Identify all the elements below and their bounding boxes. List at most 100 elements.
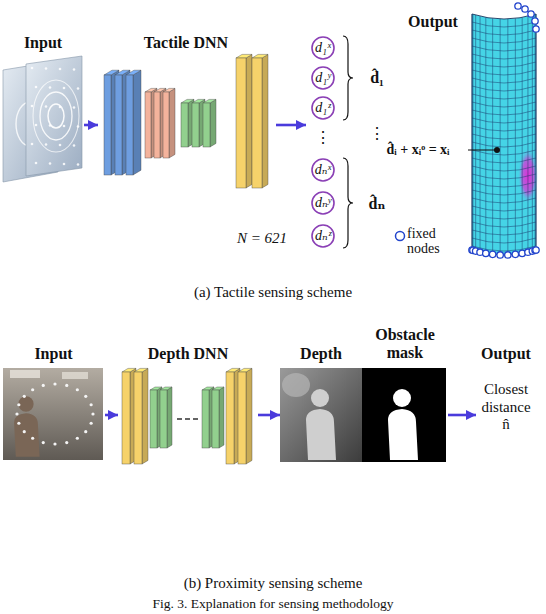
- output-circle: dₙʸ: [311, 191, 335, 215]
- circle-shape: [312, 192, 334, 214]
- fixed-node: [532, 18, 538, 24]
- mesh-line: [472, 110, 536, 115]
- depth-person: [306, 389, 336, 460]
- output-circle: dₙˣ: [311, 158, 335, 182]
- depth-blob: [282, 373, 310, 397]
- marker-dot: [53, 382, 56, 385]
- mesh-line: [472, 174, 536, 179]
- ceiling-light: [62, 372, 88, 379]
- subfigure-caption: (a) Tactile sensing scheme: [194, 284, 352, 301]
- mesh-line: [472, 38, 536, 43]
- mesh-line: [472, 78, 536, 83]
- person: [14, 396, 40, 456]
- mesh-line: [472, 134, 536, 139]
- marker-dot: [31, 437, 34, 440]
- layer-front: [122, 372, 130, 464]
- layer-top: [203, 99, 216, 103]
- cylinder-mesh: [469, 3, 539, 258]
- mesh-line: [522, 17, 523, 253]
- depth-background: [280, 368, 362, 462]
- output-circle: dₙᶻ: [311, 224, 335, 248]
- mask-background: [362, 368, 446, 462]
- layer-top: [202, 387, 214, 390]
- output-circle: d₁ᶻ: [311, 96, 335, 120]
- marker-dot: [45, 105, 48, 108]
- layer-front: [126, 75, 133, 175]
- brace: [343, 36, 353, 120]
- layer-side: [246, 54, 252, 188]
- input-panel: Input: [2, 345, 105, 463]
- marker-dot: [63, 87, 66, 90]
- circle-shape: [312, 159, 334, 181]
- marker-dots: [15, 382, 94, 445]
- marker-dot: [73, 144, 76, 147]
- mesh-line: [472, 190, 536, 195]
- layer-front: [150, 390, 157, 448]
- fixed-node: [505, 252, 511, 258]
- vector-label: d̂₁: [370, 69, 384, 87]
- dnn-layers: [104, 54, 268, 188]
- mesh-line: [472, 46, 536, 51]
- network-block: Tactile DNN: [98, 34, 274, 194]
- mesh-line: [472, 86, 536, 91]
- layer-front: [115, 75, 122, 175]
- ellipsis: ⋮: [315, 129, 331, 147]
- mesh-line: [472, 142, 536, 147]
- mesh-line: [472, 102, 536, 107]
- mask-panel: Obstacle mask: [362, 326, 448, 463]
- marker-ring: [48, 104, 64, 128]
- fixed-node: [522, 6, 528, 12]
- mesh-node-dot: [494, 147, 500, 153]
- mask-person: [388, 389, 418, 460]
- layer-front: [160, 390, 167, 448]
- marker-dot: [31, 67, 34, 70]
- ellipsis: ⋮: [369, 125, 385, 143]
- layer-top: [160, 387, 172, 390]
- mesh-line: [475, 15, 476, 251]
- layer-top: [236, 54, 252, 58]
- mesh-line: [536, 14, 537, 250]
- tactile-image-front: [26, 56, 82, 176]
- layer-top: [134, 368, 148, 372]
- panel-text: Closest distance n̂: [476, 381, 536, 433]
- fixed-node: [497, 252, 503, 258]
- ellipsis-dashes: [177, 419, 198, 420]
- output-circle: d₁ʸ: [311, 66, 335, 90]
- layer-side: [246, 368, 252, 464]
- layer-top: [122, 368, 136, 372]
- brace: [343, 158, 353, 248]
- circle-shape: [312, 97, 334, 119]
- depth-panel: Depth: [280, 345, 362, 463]
- mesh-line: [472, 62, 536, 67]
- flow-arrow: [105, 414, 118, 417]
- leader-line: [468, 150, 497, 151]
- camera-photo: [3, 368, 103, 460]
- marker-ring: [40, 92, 72, 140]
- mesh-line: [485, 17, 486, 253]
- layer-top: [226, 368, 240, 372]
- layer-side: [167, 387, 172, 448]
- layer-front: [154, 92, 160, 158]
- mesh-line: [532, 15, 533, 251]
- mesh-line: [472, 30, 536, 35]
- marker-dot: [63, 125, 66, 128]
- marker-dot: [49, 162, 52, 165]
- output-symbol: d₁ʸ: [315, 71, 330, 85]
- layer-side: [210, 99, 216, 147]
- node-count: N = 621: [237, 230, 287, 247]
- mesh-line: [472, 206, 536, 211]
- marker-dot: [59, 68, 62, 71]
- layer-front: [134, 372, 142, 464]
- layer-side: [142, 368, 148, 464]
- output-symbol: d₁ᶻ: [315, 101, 330, 115]
- marker-dot: [65, 441, 68, 444]
- marker-dot: [59, 106, 62, 109]
- panel-heading: Output: [481, 345, 531, 363]
- layer-side: [133, 70, 141, 175]
- mesh-line: [480, 16, 481, 252]
- layer-front: [181, 103, 188, 147]
- layer-top: [126, 70, 141, 75]
- mesh-line: [472, 214, 536, 219]
